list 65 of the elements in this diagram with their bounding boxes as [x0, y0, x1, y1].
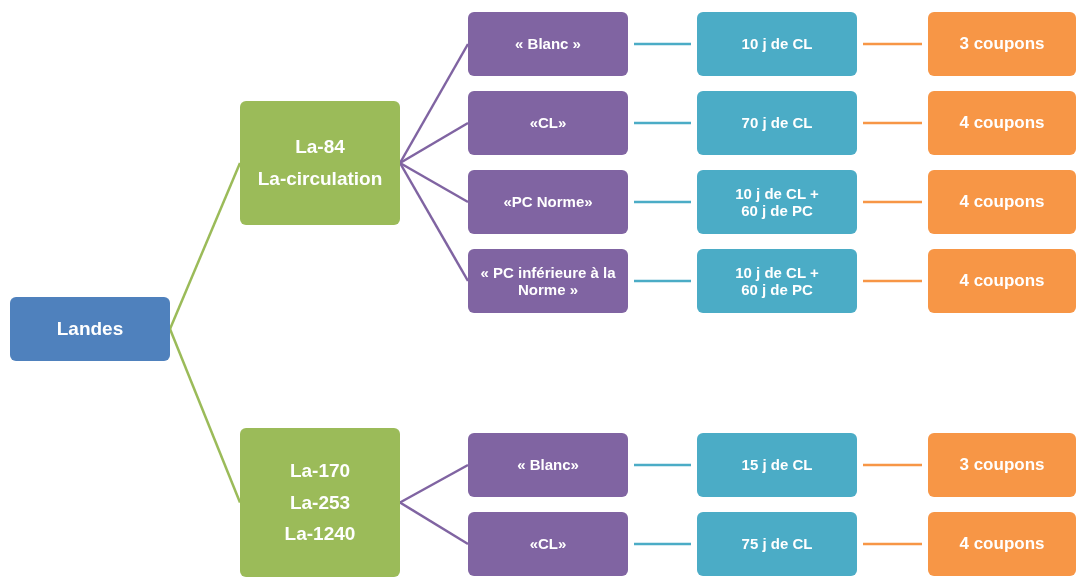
box-label: 75 j de CL [741, 535, 813, 553]
duration-box [697, 12, 857, 76]
coupon-box [928, 433, 1076, 497]
coupon-box [928, 12, 1076, 76]
box-label: 4 coupons [959, 113, 1045, 133]
category-box [468, 249, 628, 313]
box-label: 70 j de CL [741, 114, 813, 132]
category-box [468, 433, 628, 497]
connector-line [398, 162, 470, 282]
connector-line [863, 542, 922, 546]
category-box [468, 170, 628, 234]
box-label: 4 coupons [959, 192, 1045, 212]
connector-line [399, 463, 469, 504]
connector-line [863, 200, 922, 204]
category-box [468, 91, 628, 155]
box-label: Landes [56, 318, 124, 340]
duration-box [697, 433, 857, 497]
connector-line [399, 121, 469, 165]
connector-line [863, 279, 922, 283]
box-label: La-1240 [284, 523, 356, 546]
connector-line [863, 42, 922, 46]
box-label: 10 j de CL + 60 j de PC [734, 184, 820, 220]
duration-box [697, 249, 857, 313]
connector-line [634, 42, 691, 46]
box-label: La-253 [289, 491, 351, 514]
box-label: 10 j de CL + 60 j de PC [734, 263, 820, 299]
coupon-box [928, 170, 1076, 234]
connector-line [634, 542, 691, 546]
coupon-box [928, 249, 1076, 313]
connector-line [399, 161, 469, 204]
duration-box [697, 170, 857, 234]
box-label: « Blanc » [515, 35, 581, 53]
root-box [10, 297, 170, 361]
box-label: «PC Norme» [503, 193, 593, 211]
box-label: « PC inférieure à la Norme » [479, 263, 617, 299]
connector-line [863, 463, 922, 467]
connector-line [634, 200, 691, 204]
box-label: « Blanc» [517, 456, 579, 474]
connector-line [398, 43, 470, 164]
connector-line [634, 279, 691, 283]
duration-box [697, 91, 857, 155]
connector-line [168, 162, 242, 330]
zone-box [240, 101, 400, 225]
box-label: «CL» [529, 535, 567, 553]
box-label: La-circulation [257, 168, 383, 190]
box-label: 4 coupons [959, 271, 1045, 291]
connector-line [863, 121, 922, 125]
box-label: 3 coupons [959, 455, 1045, 475]
connector-line [399, 501, 469, 546]
zone-box [240, 428, 400, 577]
duration-box [697, 512, 857, 576]
category-box [468, 512, 628, 576]
box-label: La-170 [289, 459, 351, 482]
connector-line [168, 328, 242, 503]
box-label: 15 j de CL [741, 456, 813, 474]
box-label: 3 coupons [959, 34, 1045, 54]
box-label: La-84 [295, 136, 345, 158]
category-box [468, 12, 628, 76]
connector-line [634, 121, 691, 125]
connector-line [634, 463, 691, 467]
coupon-box [928, 512, 1076, 576]
box-label: 10 j de CL [741, 35, 813, 53]
coupon-box [928, 91, 1076, 155]
box-label: 4 coupons [959, 534, 1045, 554]
box-label: «CL» [529, 114, 567, 132]
